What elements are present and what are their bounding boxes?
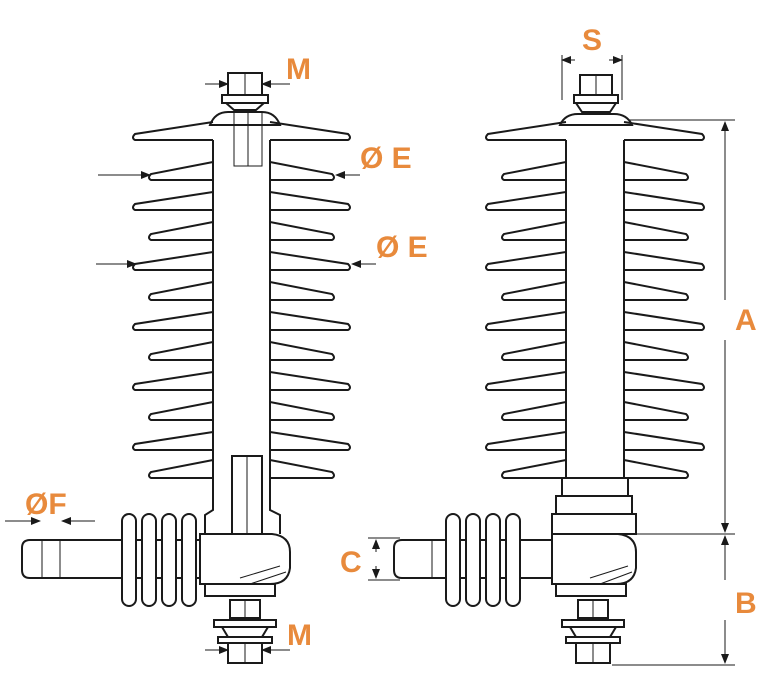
shed-r-12-left xyxy=(501,459,567,479)
shed-r-9-right xyxy=(623,371,705,391)
shed-12-left xyxy=(148,459,214,479)
shed-r-10-left xyxy=(501,401,567,421)
shed-r-6-right xyxy=(623,281,689,301)
shed-9-right xyxy=(269,371,351,391)
shed-r-2-right xyxy=(623,161,689,181)
dimension-lines xyxy=(5,55,735,666)
shed-r-9-left xyxy=(485,371,567,391)
arm-fins-left xyxy=(121,513,197,607)
shed-8-right xyxy=(269,341,335,361)
top-cap-left xyxy=(208,111,282,126)
shed-9-left xyxy=(132,371,214,391)
shed-1-right xyxy=(269,121,351,141)
arm-fins-right xyxy=(445,513,521,607)
shed-11-left xyxy=(132,431,214,451)
shed-r-6-left xyxy=(501,281,567,301)
shed-r-11-right xyxy=(623,431,705,451)
shed-r-5-left xyxy=(485,251,567,271)
shed-r-4-right xyxy=(623,221,689,241)
shed-12-right xyxy=(269,459,335,479)
label-s: S xyxy=(582,24,602,57)
shed-3-right xyxy=(269,191,351,211)
label-a: A xyxy=(735,304,757,337)
shed-8-left xyxy=(148,341,214,361)
label-e-lower: Ø E xyxy=(376,231,428,264)
shed-2-right xyxy=(269,161,335,181)
shed-r-5-right xyxy=(623,251,705,271)
shed-6-left xyxy=(148,281,214,301)
shed-r-12-right xyxy=(623,459,689,479)
shed-r-2-left xyxy=(501,161,567,181)
shed-r-8-left xyxy=(501,341,567,361)
shed-5-right xyxy=(269,251,351,271)
shed-r-1-right xyxy=(623,121,705,141)
shed-5-left xyxy=(132,251,214,271)
shed-r-11-left xyxy=(485,431,567,451)
shed-r-4-left xyxy=(501,221,567,241)
shed-r-8-right xyxy=(623,341,689,361)
right-insulator xyxy=(393,74,705,664)
shed-4-right xyxy=(269,221,335,241)
shed-2-left xyxy=(148,161,214,181)
label-c: C xyxy=(340,546,362,579)
shed-11-right xyxy=(269,431,351,451)
shed-10-right xyxy=(269,401,335,421)
shed-3-left xyxy=(132,191,214,211)
shed-7-left xyxy=(132,311,214,331)
shed-10-left xyxy=(148,401,214,421)
shed-r-3-left xyxy=(485,191,567,211)
shed-r-10-right xyxy=(623,401,689,421)
shed-6-right xyxy=(269,281,335,301)
shed-r-7-right xyxy=(623,311,705,331)
label-e-upper: Ø E xyxy=(360,142,412,175)
right-shed-stack xyxy=(485,121,705,479)
label-m-bottom: M xyxy=(287,619,312,652)
left-shed-stack xyxy=(132,121,351,479)
shed-r-1-left xyxy=(485,121,567,141)
shed-7-right xyxy=(269,311,351,331)
label-m-top: M xyxy=(286,53,311,86)
label-b: B xyxy=(735,587,757,620)
shed-1-left xyxy=(132,121,214,141)
label-f: ØF xyxy=(25,488,67,521)
left-insulator xyxy=(21,72,351,664)
shed-r-7-left xyxy=(485,311,567,331)
shed-4-left xyxy=(148,221,214,241)
shed-r-3-right xyxy=(623,191,705,211)
